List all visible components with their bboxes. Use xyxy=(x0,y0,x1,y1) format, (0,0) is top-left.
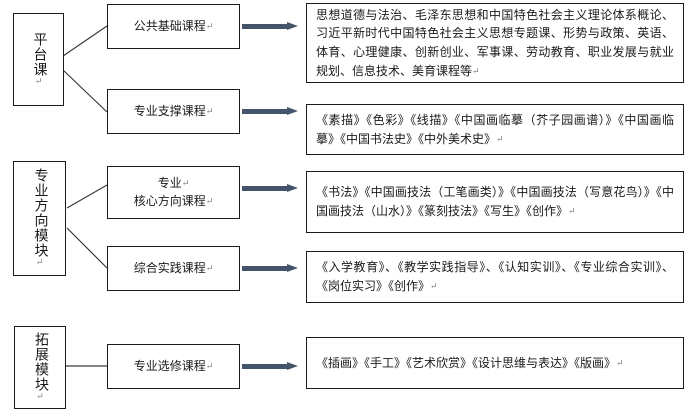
arrow-major-core xyxy=(242,184,298,193)
pilcrow-icon: ↵ xyxy=(568,206,576,216)
pilcrow-icon: ↵ xyxy=(496,133,504,144)
group-box-expansion[interactable]: 拓展模块↵ xyxy=(14,326,66,409)
category-label-public-basic: 公共基础课程↵ xyxy=(133,18,214,33)
group-label-platform: 平台课↵ xyxy=(31,31,47,88)
pilcrow-icon: ↵ xyxy=(205,360,214,371)
pilcrow-icon: ↵ xyxy=(205,105,214,116)
category-label-major-core: 专业↵ 核心方向课程↵ xyxy=(133,176,214,208)
pilcrow-icon: ↵ xyxy=(205,195,214,206)
connector-platform-to-major-support xyxy=(62,69,108,113)
category-box-major-elective[interactable]: 专业选修课程↵ xyxy=(107,344,240,389)
pilcrow-icon: ↵ xyxy=(36,392,46,403)
course-text-major-elective: 《插画》《手工》《艺术欣赏》《设计思维与表达》《版画》↵ xyxy=(316,355,624,370)
arrow-major-elective xyxy=(242,362,298,371)
pilcrow-icon: ↵ xyxy=(205,20,214,31)
course-box-major-core[interactable]: 《书法》《中国画技法（工笔画类）》《中国画技法（写意花鸟）》《中国画技法（山水）… xyxy=(306,171,684,233)
pilcrow-icon: ↵ xyxy=(181,178,190,189)
group-label-expansion: 拓展模块↵ xyxy=(33,332,48,403)
pilcrow-icon: ↵ xyxy=(472,65,480,76)
course-text-major-support: 《素描》《色彩》《线描》《中国画临摹（芥子园画谱）》《中国画临摹》《中国书法史》… xyxy=(316,112,674,146)
pilcrow-icon: ↵ xyxy=(205,262,214,273)
pilcrow-icon: ↵ xyxy=(616,357,624,368)
category-box-comprehensive-practice[interactable]: 综合实践课程↵ xyxy=(107,246,240,291)
arrow-major-support xyxy=(242,107,298,116)
pilcrow-icon: ↵ xyxy=(35,258,46,269)
course-box-major-elective[interactable]: 《插画》《手工》《艺术欣赏》《设计思维与表达》《版画》↵ xyxy=(306,337,684,389)
category-label-major-elective: 专业选修课程↵ xyxy=(133,358,214,373)
group-box-major-direction[interactable]: 专业方向模块↵ xyxy=(13,161,66,276)
group-label-major-direction: 专业方向模块↵ xyxy=(32,168,48,269)
course-box-comprehensive-practice[interactable]: 《入学教育》、《教学实践指导》、《认知实训》、《专业综合实训》、《岗位实习》《创… xyxy=(306,251,684,303)
arrow-public-basic xyxy=(242,22,298,31)
category-label-comprehensive-practice: 综合实践课程↵ xyxy=(133,260,214,275)
connector-platform-to-public-basic xyxy=(62,25,108,57)
group-box-platform[interactable]: 平台课↵ xyxy=(13,13,64,106)
category-label-major-support: 专业支撑课程↵ xyxy=(133,103,214,118)
course-box-major-support[interactable]: 《素描》《色彩》《线描》《中国画临摹（芥子园画谱）》《中国画临摹》《中国书法史》… xyxy=(306,104,684,155)
course-text-major-core: 《书法》《中国画技法（工笔画类）》《中国画技法（写意花鸟）》《中国画技法（山水）… xyxy=(316,185,674,218)
course-text-public-basic: 思想道德与法治、毛泽东思想和中国特色社会主义理论体系概论、习近平新时代中国特色社… xyxy=(316,7,674,78)
course-text-comprehensive-practice: 《入学教育》、《教学实践指导》、《认知实训》、《专业综合实训》、《岗位实习》《创… xyxy=(316,260,674,293)
category-box-major-core[interactable]: 专业↵ 核心方向课程↵ xyxy=(107,166,240,219)
pilcrow-icon: ↵ xyxy=(430,281,438,291)
arrow-comprehensive-practice xyxy=(242,264,298,273)
pilcrow-icon: ↵ xyxy=(34,76,45,88)
course-box-public-basic[interactable]: 思想道德与法治、毛泽东思想和中国特色社会主义理论体系概论、习近平新时代中国特色社… xyxy=(306,3,684,83)
category-box-public-basic[interactable]: 公共基础课程↵ xyxy=(107,4,240,49)
category-box-major-support[interactable]: 专业支撑课程↵ xyxy=(107,89,240,134)
connector-direction-to-major-core xyxy=(66,184,108,209)
connector-direction-to-comprehensive-practice xyxy=(66,227,108,269)
